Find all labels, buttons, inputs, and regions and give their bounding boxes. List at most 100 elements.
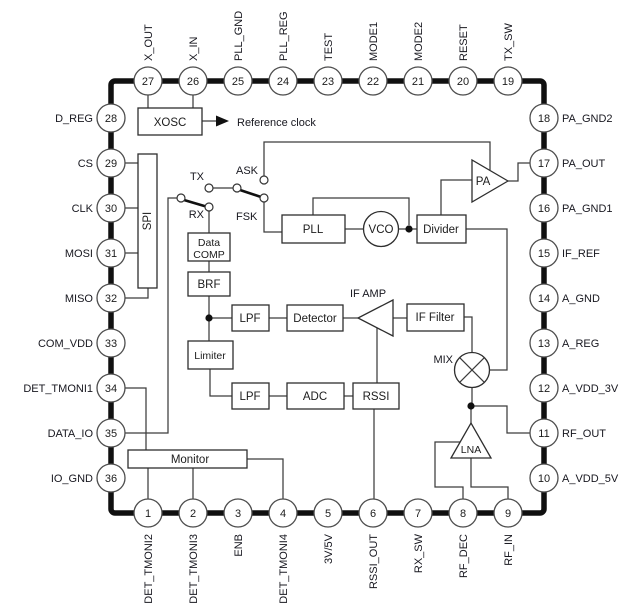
wires	[125, 95, 530, 499]
pin-number: 36	[105, 473, 117, 485]
pin-number: 3	[235, 508, 241, 520]
pin-number: 33	[105, 338, 117, 350]
wire-node-pin11	[474, 405, 530, 434]
pin-circle	[268, 66, 298, 96]
wire-pa-pin17	[508, 162, 530, 182]
blocks: XOSC Reference clock SPI Data COMP BRF P…	[127, 107, 510, 469]
pin-number: 32	[105, 293, 117, 305]
pin-label: A_REG	[562, 338, 599, 350]
pin-label: DET_TMONI4	[278, 534, 290, 604]
pin-circle	[529, 238, 559, 268]
pin-circle	[223, 66, 253, 96]
pin-circle	[96, 328, 126, 358]
pin-number: 17	[538, 158, 550, 170]
pin-circle	[133, 498, 163, 528]
pin-circle	[96, 193, 126, 223]
lna-amplifier	[449, 421, 493, 459]
pin-number: 25	[232, 76, 244, 88]
fsk-label: FSK	[236, 211, 258, 223]
monitor-block	[127, 449, 248, 469]
pin-label: RX_SW	[413, 533, 425, 573]
pin-number: 34	[105, 383, 117, 395]
detector-label: Detector	[293, 313, 337, 325]
junction-dot	[405, 225, 413, 233]
mixer-cross-icon	[459, 357, 485, 383]
pin-number: 11	[538, 428, 549, 440]
pins-left: 28 D_REG 29 CS 30 CLK 31 MOSI 32 MISO 33…	[23, 103, 126, 493]
limiter-label: Limiter	[194, 350, 226, 362]
junction-dot	[205, 314, 213, 322]
pin: 20 RESET	[448, 24, 478, 96]
pin-label: X_OUT	[143, 24, 155, 61]
pin-circle	[133, 66, 163, 96]
pin-circle	[529, 193, 559, 223]
pin-label: RF_OUT	[562, 428, 606, 440]
pin-number: 8	[460, 508, 466, 520]
pin-number: 30	[105, 203, 117, 215]
switch-pole-contact	[176, 193, 186, 203]
pin-label: PLL_GND	[233, 11, 245, 61]
pin-circle	[96, 283, 126, 313]
pll-block	[281, 214, 346, 244]
tx-rx-switch-wiper	[182, 198, 208, 208]
pin-label: TEST	[323, 33, 335, 61]
pin-circle	[358, 498, 388, 528]
wire-miso-spi	[125, 288, 149, 299]
pin-number: 6	[370, 508, 376, 520]
pin-circle	[313, 66, 343, 96]
pin-label: MOSI	[65, 248, 93, 260]
if-amp-amplifier	[356, 298, 394, 338]
ask-label: ASK	[236, 165, 259, 177]
pin-circle	[223, 498, 253, 528]
pin-label: MISO	[65, 293, 94, 305]
pin: 16 PA_GND1	[529, 193, 613, 223]
wire-divider-pa	[440, 179, 472, 215]
pin-circle	[268, 498, 298, 528]
limiter-block	[187, 340, 234, 370]
pin: 21 MODE2	[403, 22, 433, 96]
pin: 30 CLK	[72, 193, 126, 223]
pin: 10 A_VDD_5V	[529, 463, 619, 493]
pin: 19 TX_SW	[493, 22, 523, 96]
pin-number: 15	[538, 248, 550, 260]
pin-circle	[403, 66, 433, 96]
pin-label: TX_SW	[503, 22, 515, 61]
pin-number: 12	[538, 383, 550, 395]
if-filter-block	[406, 303, 465, 332]
tx-contact	[204, 183, 214, 193]
pin-number: 24	[277, 76, 289, 88]
pin: 11 RF_OUT	[529, 418, 606, 448]
pin: 28 D_REG	[55, 103, 126, 133]
pin-circle	[529, 373, 559, 403]
pin: 25 PLL_GND	[223, 11, 253, 96]
pin-number: 28	[105, 113, 117, 125]
pin: 2 DET_TMONI3	[178, 498, 208, 604]
pin-circle	[178, 66, 208, 96]
pin-label: PLL_REG	[278, 11, 290, 61]
pin: 29 CS	[78, 148, 126, 178]
pin-number: 1	[145, 508, 151, 520]
pin-label: X_IN	[188, 36, 200, 61]
wire-limiter-lpf	[209, 369, 232, 397]
pin-label: A_VDD_3V	[562, 383, 619, 395]
pin-circle	[358, 66, 388, 96]
pin-circle	[178, 498, 208, 528]
brf-block	[187, 271, 231, 297]
lpf-rx-label: LPF	[239, 313, 260, 325]
pin: 15 IF_REF	[529, 238, 600, 268]
pin-number: 20	[457, 76, 469, 88]
pin-number: 7	[415, 508, 421, 520]
pin: 26 X_IN	[178, 36, 208, 96]
wire-pin34-monitor	[125, 387, 147, 450]
pin-label: DET_TMONI1	[23, 383, 93, 395]
wire-iffilter-mix	[464, 316, 473, 352]
pin-number: 27	[142, 76, 154, 88]
pin-number: 26	[187, 76, 199, 88]
pin-label: RF_IN	[503, 534, 515, 566]
pin-label: CS	[78, 158, 93, 170]
pin-circle	[313, 498, 343, 528]
pin-label: MODE2	[413, 22, 425, 61]
pin-circle	[529, 103, 559, 133]
pin-number: 13	[538, 338, 550, 350]
pin-number: 18	[538, 113, 550, 125]
